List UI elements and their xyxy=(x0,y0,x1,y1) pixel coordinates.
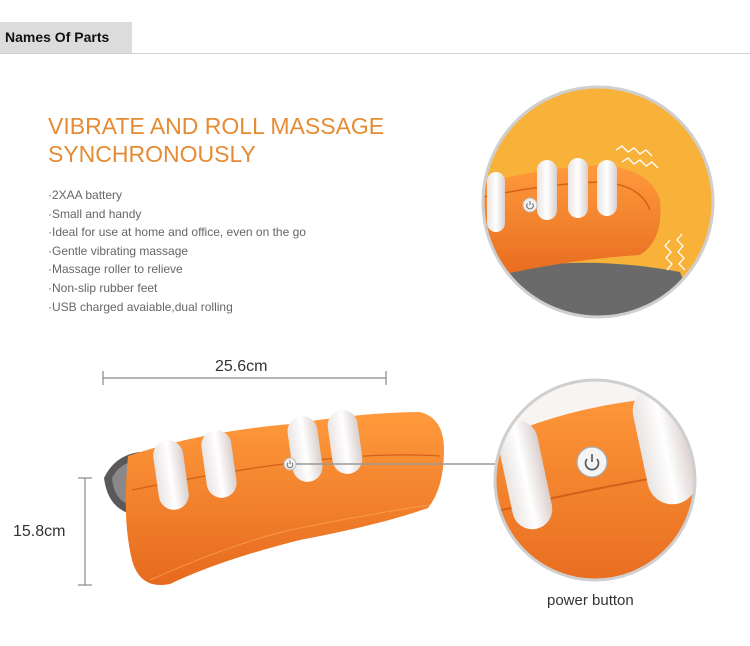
feature-item: Non-slip rubber feet xyxy=(48,279,306,298)
power-button-icon xyxy=(522,197,538,213)
feature-item: 2XAA battery xyxy=(48,186,306,205)
headline-line-1: VIBRATE AND ROLL MASSAGE xyxy=(48,113,385,139)
headline: VIBRATE AND ROLL MASSAGE SYNCHRONOUSLY xyxy=(48,112,384,168)
width-dimension-line xyxy=(102,371,387,385)
vibration-waves-icon xyxy=(615,145,686,271)
section-tab: Names Of Parts xyxy=(0,22,132,53)
height-dimension-line xyxy=(78,477,92,586)
headline-line-2: SYNCHRONOUSLY xyxy=(48,141,256,167)
feature-item: Massage roller to relieve xyxy=(48,260,306,279)
section-header: Names Of Parts xyxy=(0,22,750,54)
feature-item: USB charged avaiable,dual rolling xyxy=(48,298,306,317)
feature-item: Ideal for use at home and office, even o… xyxy=(48,223,306,242)
feature-list: 2XAA battery Small and handy Ideal for u… xyxy=(48,186,306,316)
feature-item: Gentle vibrating massage xyxy=(48,242,306,261)
power-button-label: power button xyxy=(547,592,634,609)
feature-item: Small and handy xyxy=(48,205,306,224)
zoomed-power-button-icon xyxy=(576,446,608,478)
device-power-button-icon xyxy=(283,457,297,471)
height-label: 15.8cm xyxy=(13,523,66,540)
massager-device xyxy=(104,410,444,585)
bottom-zoom-circle xyxy=(493,378,697,582)
top-zoom-circle xyxy=(481,85,715,319)
width-label: 25.6cm xyxy=(215,358,268,375)
